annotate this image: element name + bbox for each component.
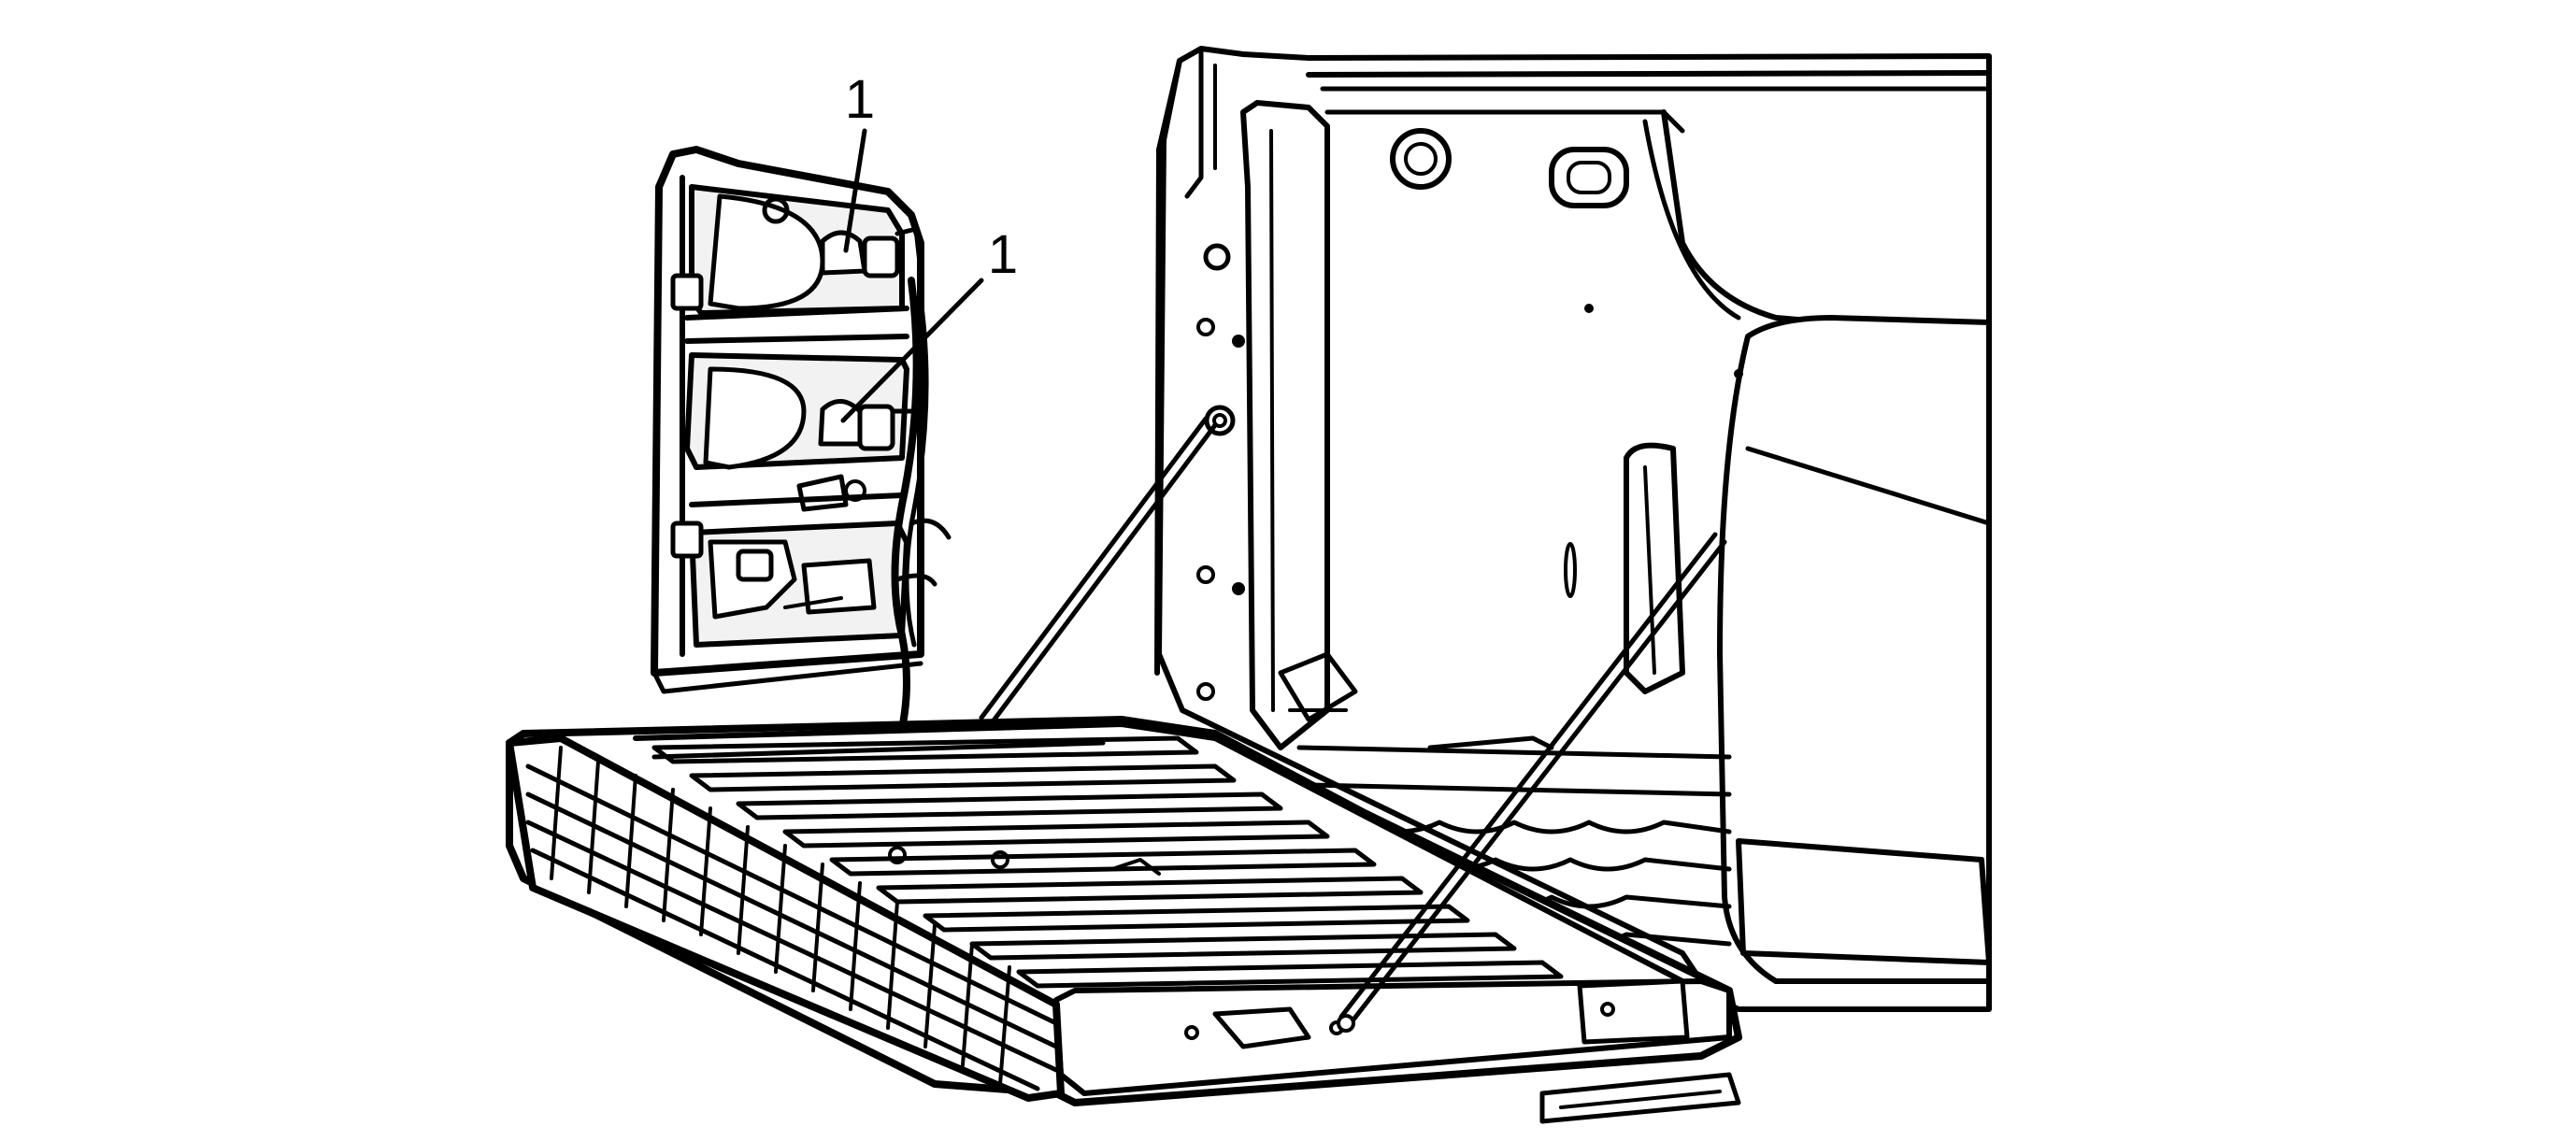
lower-bulb: [818, 399, 914, 451]
tailgate: [506, 716, 1742, 1124]
callout-1-upper: 1: [843, 69, 875, 253]
callout-label: 1: [845, 69, 875, 130]
callout-1-lower: 1: [840, 224, 1018, 423]
truck-bed-box: [1154, 46, 1992, 1012]
callout-label: 1: [988, 224, 1018, 285]
tailgate-support-cables: [979, 416, 1727, 1033]
tailgate-ribs: [651, 735, 1564, 989]
tailgate-grip-grid: [525, 746, 1059, 1091]
tail-lamp-assembly: [651, 146, 952, 733]
